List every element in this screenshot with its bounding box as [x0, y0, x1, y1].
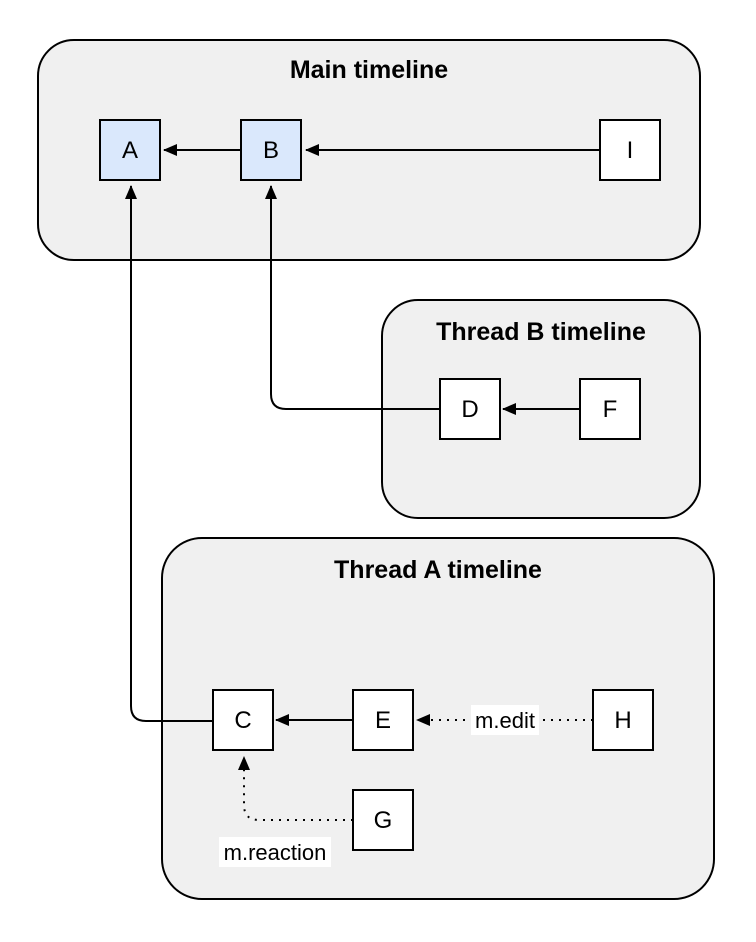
node-b: B	[240, 119, 302, 181]
node-g-box	[352, 789, 414, 851]
node-b-label: B	[263, 137, 279, 164]
node-e-box	[352, 689, 414, 751]
edge-d-to-b	[265, 185, 440, 410]
edge-label-m-edit-text: m.edit	[475, 708, 535, 733]
edge-label-m-reaction-bg	[219, 837, 331, 867]
node-h: H	[592, 689, 654, 751]
node-h-label: H	[614, 707, 631, 734]
edge-label-m-reaction: m.reaction	[219, 837, 331, 867]
edge-c-to-a	[125, 185, 213, 722]
node-i: I	[599, 119, 661, 181]
main-timeline-title: Main timeline	[290, 56, 448, 84]
node-f-box	[579, 378, 641, 440]
node-e-label: E	[375, 707, 391, 734]
node-c-label: C	[234, 707, 251, 734]
node-c: C	[212, 689, 274, 751]
node-d-box	[439, 378, 501, 440]
node-g: G	[352, 789, 414, 851]
node-e: E	[352, 689, 414, 751]
edge-label-m-edit: m.edit	[471, 705, 539, 735]
node-b-box	[240, 119, 302, 181]
node-i-label: I	[627, 137, 634, 164]
node-d-label: D	[461, 396, 478, 423]
edge-label-m-reaction-text: m.reaction	[224, 840, 327, 865]
node-d: D	[439, 378, 501, 440]
node-g-label: G	[374, 807, 393, 834]
node-i-box	[599, 119, 661, 181]
node-h-box	[592, 689, 654, 751]
node-a-label: A	[122, 137, 138, 164]
thread-a-timeline-container	[161, 537, 715, 900]
thread-b-timeline-title: Thread B timeline	[436, 318, 646, 346]
thread-a-timeline-title: Thread A timeline	[334, 556, 542, 584]
edge-label-m-edit-bg	[471, 705, 539, 735]
node-a-box	[99, 119, 161, 181]
node-c-box	[212, 689, 274, 751]
node-f: F	[579, 378, 641, 440]
node-a: A	[99, 119, 161, 181]
node-f-label: F	[603, 396, 618, 423]
